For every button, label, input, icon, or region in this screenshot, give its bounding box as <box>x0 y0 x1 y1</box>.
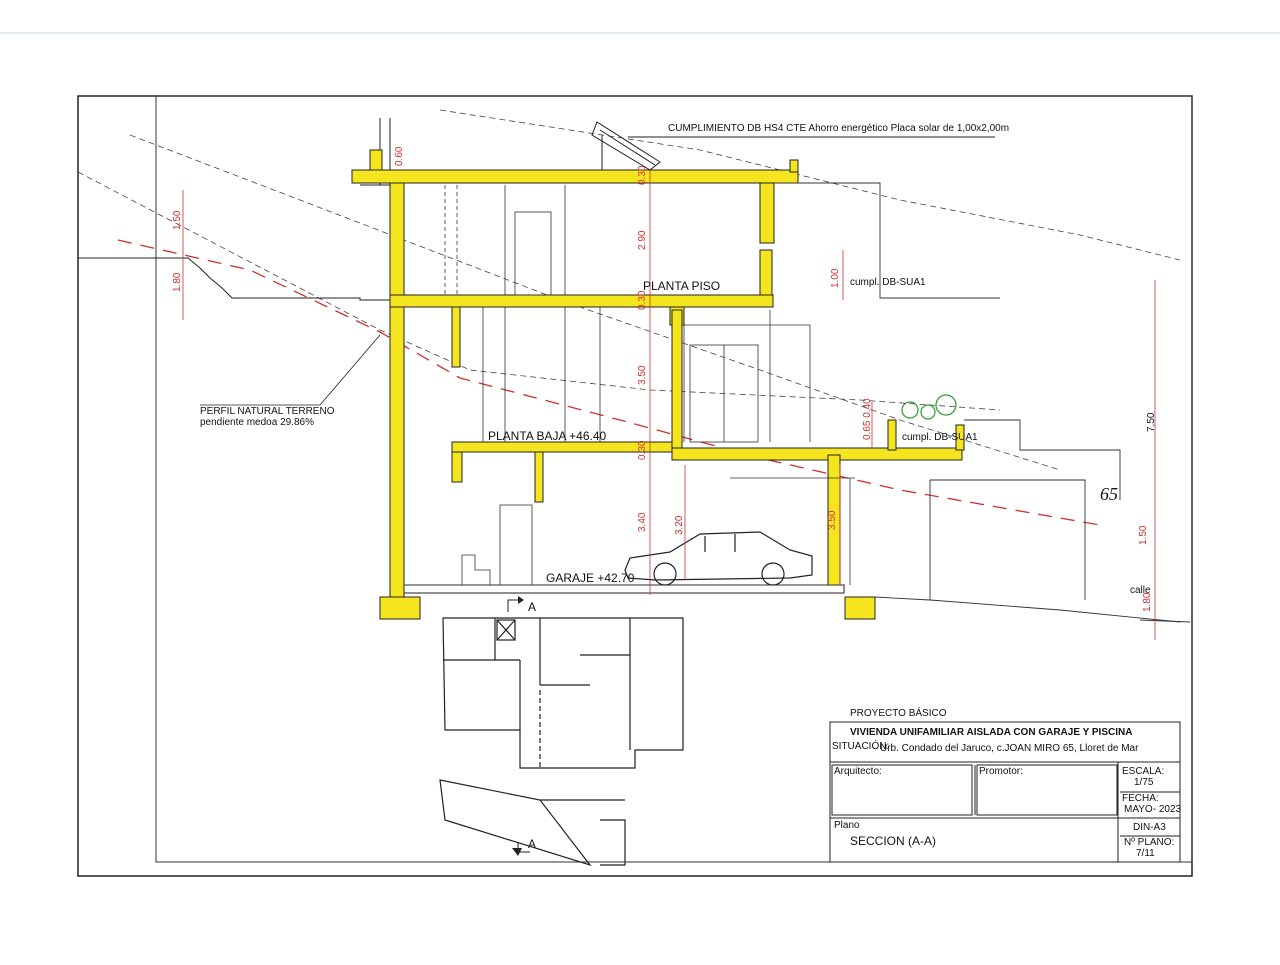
dim-180-right: 1.80 <box>1142 592 1153 612</box>
dim-350-a: 3.50 <box>637 365 648 385</box>
label-planta-baja: PLANTA BAJA +46.40 <box>488 429 607 443</box>
solar-panel <box>591 121 661 171</box>
ground-column <box>451 306 461 368</box>
upper-wall-left <box>389 182 405 299</box>
tb-fecha-value: MAYO- 2023 <box>1124 804 1181 815</box>
label-calle: calle <box>1130 585 1151 596</box>
dim-030-a: 0.30 <box>637 165 648 185</box>
label-planta-piso: PLANTA PISO <box>643 279 720 293</box>
dim-320: 3.20 <box>674 515 685 535</box>
floor-plan-key <box>439 617 684 867</box>
footing-right <box>844 596 876 620</box>
tb-escala-value: 1/75 <box>1134 777 1154 788</box>
dim-290: 2.90 <box>637 230 648 250</box>
ground-wall-left <box>389 306 405 598</box>
tb-escala-label: ESCALA: <box>1122 766 1164 777</box>
dim-180-left: 1.80 <box>172 272 183 292</box>
tb-nplano-label: Nº PLANO: <box>1124 837 1174 848</box>
tb-situacion-value: Urb. Condado del Jaruco, c.JOAN MIRO 65,… <box>880 743 1139 754</box>
title-block <box>829 721 1181 863</box>
section-arrow-top <box>507 599 522 612</box>
dim-150-right: 1.50 <box>1138 525 1149 545</box>
dim-750: 7.50 <box>1146 412 1157 432</box>
label-cumpl-sua-lower: cumpl. DB-SUA1 <box>902 432 978 443</box>
dim-060: 0.60 <box>394 146 405 166</box>
planta-baja-slab-right <box>671 447 963 461</box>
garage-column-mid <box>534 451 544 503</box>
interior-lines <box>404 185 855 586</box>
dim-100: 1.00 <box>830 268 841 288</box>
footing-left <box>379 596 421 620</box>
planter-wall-left <box>887 419 897 451</box>
tb-arquitecto-label: Arquitecto: <box>834 766 882 777</box>
section-arrowhead-top <box>518 596 524 604</box>
natural-terrain-red-line <box>117 239 1101 526</box>
planter-wall-right <box>955 424 965 451</box>
tb-fecha-label: FECHA: <box>1122 793 1159 804</box>
section-mark-bottom: A <box>528 837 536 851</box>
tb-project-type: PROYECTO BÁSICO <box>850 706 947 719</box>
tb-project-name: VIVIENDA UNIFAMILIAR AISLADA CON GARAJE … <box>850 727 1132 738</box>
upper-wall-right <box>759 182 775 244</box>
garage-column-left <box>451 451 463 483</box>
structure <box>351 149 965 620</box>
left-terrain <box>78 118 391 301</box>
garage-floor-slab <box>403 584 845 594</box>
roof-parapet-right <box>789 159 799 173</box>
label-cumpl-sua-upper: cumpl. DB-SUA1 <box>850 277 926 288</box>
ground-column-mid <box>671 309 683 449</box>
car-icon <box>624 531 813 586</box>
dim-150-left: 1.50 <box>172 210 183 230</box>
label-number-65: 65 <box>1100 484 1118 504</box>
tb-promotor-label: Promotor: <box>979 766 1023 777</box>
right-terrain <box>774 182 1191 623</box>
roof-slab <box>351 169 799 184</box>
roof-parapet-left <box>369 149 383 171</box>
tb-nplano-value: 7/11 <box>1136 848 1155 859</box>
planter-vegetation-icon <box>901 394 957 420</box>
terrain-leader <box>319 334 381 406</box>
upper-wall-right-lower <box>759 249 773 299</box>
label-terrain-title: PERFIL NATURAL TERRENO <box>200 406 335 417</box>
inner-frame <box>155 95 1193 863</box>
tb-plano-value: SECCION (A-A) <box>850 834 936 848</box>
dimension-lines <box>182 170 1156 640</box>
planta-piso-slab <box>389 294 774 308</box>
label-terrain-slope: pendiente medoa 29.86% <box>200 417 314 428</box>
dim-030-c: 0.30 <box>637 440 648 460</box>
garage-door <box>499 504 533 586</box>
terrain-dashed-lines <box>77 109 1181 471</box>
dim-065-040: 0.65 0.40 <box>862 398 873 440</box>
label-garaje: GARAJE +42.70 <box>546 571 635 585</box>
tb-format: DIN-A3 <box>1133 822 1166 833</box>
solar-note: CUMPLIMIENTO DB HS4 CTE Ahorro energétic… <box>668 123 1009 134</box>
dim-350-b: 3.50 <box>827 510 838 530</box>
tb-plano-label: Plano <box>834 820 860 831</box>
section-mark-top: A <box>528 600 536 614</box>
tb-situacion-label: SITUACIÓN: <box>832 739 889 752</box>
dim-030-b: 0.30 <box>637 290 648 310</box>
dim-340: 3.40 <box>637 512 648 532</box>
section-arrowhead-bottom <box>512 848 522 856</box>
